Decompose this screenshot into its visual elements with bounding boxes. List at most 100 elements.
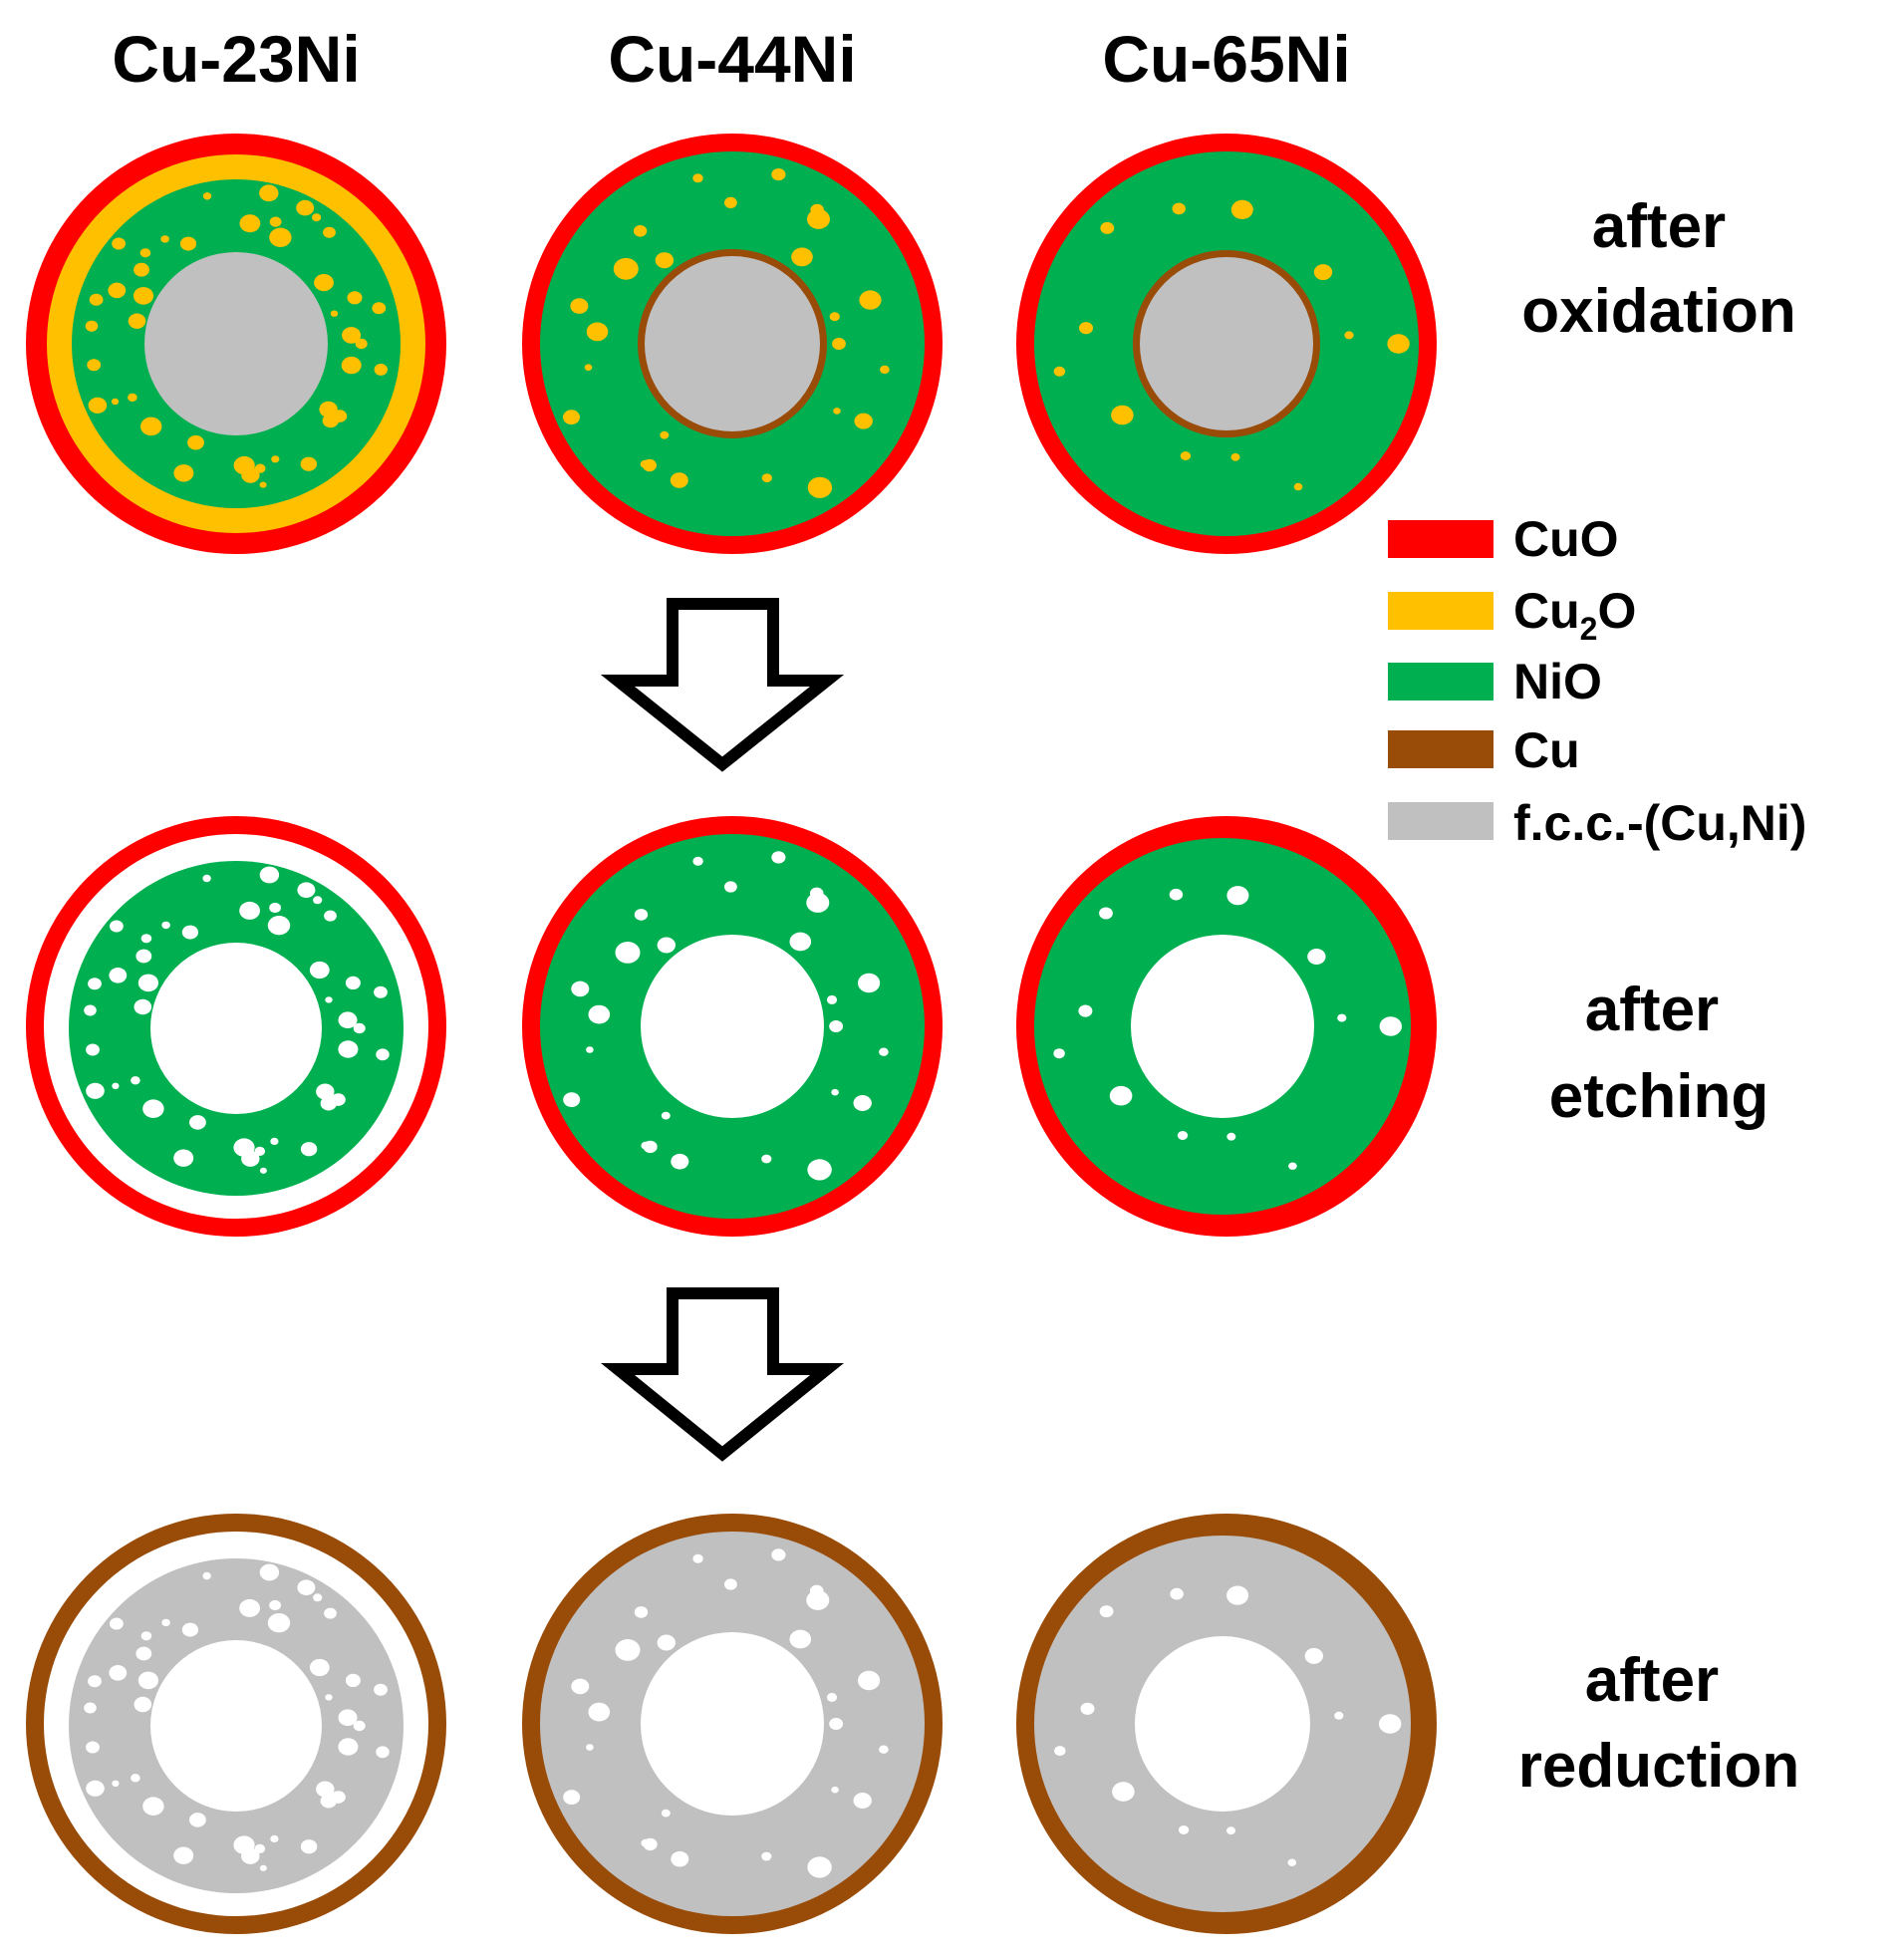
particle — [859, 290, 882, 310]
particle — [615, 942, 641, 964]
particle — [136, 1646, 152, 1661]
particle — [161, 921, 170, 930]
legend-item-cu2o: Cu2O — [1388, 583, 1636, 647]
particle — [571, 1678, 590, 1695]
row-label-etching: after etching — [1549, 976, 1768, 1131]
particle — [1379, 1714, 1402, 1734]
particle — [300, 1142, 318, 1157]
particle — [88, 397, 108, 414]
particle — [1180, 451, 1192, 460]
particle — [355, 338, 368, 350]
particle — [161, 1618, 170, 1627]
particle — [259, 1864, 267, 1871]
particle — [588, 1004, 611, 1024]
particle — [1387, 334, 1410, 354]
particle — [670, 472, 688, 488]
particle — [374, 364, 388, 376]
particle — [615, 1639, 641, 1661]
particle — [1080, 1702, 1095, 1715]
particle — [1111, 405, 1134, 425]
particle — [809, 1584, 824, 1597]
particle — [137, 974, 158, 992]
particle — [1099, 907, 1113, 920]
legend-swatch — [1388, 663, 1493, 700]
particle — [671, 1850, 689, 1867]
particle — [880, 365, 890, 375]
particle — [586, 1046, 594, 1053]
particle — [372, 302, 387, 315]
particle — [271, 455, 280, 463]
particle — [374, 985, 388, 998]
particle — [1379, 1016, 1403, 1036]
particle — [86, 1043, 100, 1056]
particle — [137, 1671, 158, 1690]
particle — [563, 1790, 581, 1805]
particle — [233, 455, 255, 475]
particle — [586, 322, 609, 342]
particle — [269, 227, 292, 247]
particle — [353, 1720, 366, 1732]
particle — [657, 1634, 676, 1651]
particle — [1226, 1585, 1249, 1605]
particle — [313, 1593, 323, 1602]
particle — [771, 1548, 786, 1561]
particle — [324, 910, 337, 922]
particle — [112, 237, 126, 250]
legend-swatch — [1388, 730, 1493, 768]
legend-swatch — [1388, 592, 1493, 630]
legend-label: Cu — [1513, 722, 1580, 778]
particle — [633, 225, 648, 237]
particle — [86, 1780, 105, 1797]
row-label-line2: reduction — [1518, 1732, 1799, 1801]
particle — [173, 1149, 194, 1167]
particle — [109, 1665, 128, 1681]
particle — [376, 1746, 390, 1759]
particle — [660, 430, 670, 439]
particle — [661, 1111, 671, 1120]
particle — [858, 1670, 881, 1691]
particle — [110, 920, 124, 933]
particle — [1230, 199, 1253, 219]
hollow-core — [641, 1632, 824, 1816]
particle — [134, 1696, 152, 1713]
cross-section-cu-23ni-reduction — [26, 1514, 446, 1934]
particle — [128, 313, 146, 329]
hollow-core — [150, 943, 322, 1114]
particle — [160, 235, 169, 243]
particle — [1337, 1013, 1347, 1022]
particle — [771, 851, 786, 864]
legend-label-tail: O — [1597, 583, 1636, 639]
column-label-cu-44ni: Cu-44Ni — [608, 22, 856, 96]
particle — [826, 1692, 838, 1702]
particle — [1226, 1132, 1236, 1141]
particle — [854, 413, 873, 429]
particle — [661, 1809, 671, 1818]
particle — [202, 192, 212, 200]
row-label-oxidation: after oxidation — [1521, 192, 1796, 346]
particle — [324, 1607, 337, 1619]
particle — [831, 1088, 839, 1096]
particle — [640, 459, 650, 468]
particle — [1226, 1826, 1235, 1835]
particle — [269, 902, 281, 914]
particle — [136, 949, 152, 964]
particle — [309, 1658, 330, 1677]
legend-swatch — [1388, 802, 1493, 840]
particle — [134, 262, 149, 277]
particle — [584, 364, 593, 372]
particle — [181, 925, 198, 940]
legend-label: NiO — [1513, 654, 1602, 709]
particle — [641, 1838, 651, 1847]
particle — [376, 1048, 390, 1061]
particle — [1288, 1162, 1297, 1170]
particle — [1230, 452, 1240, 461]
particle — [829, 1020, 843, 1032]
particle — [314, 274, 334, 292]
hollow-core — [1131, 935, 1314, 1118]
legend-label-subscript: 2 — [1580, 611, 1598, 647]
particle — [588, 1702, 611, 1722]
particle — [347, 291, 363, 305]
particle — [563, 1092, 581, 1107]
particle — [761, 1154, 772, 1164]
particle — [829, 312, 840, 322]
